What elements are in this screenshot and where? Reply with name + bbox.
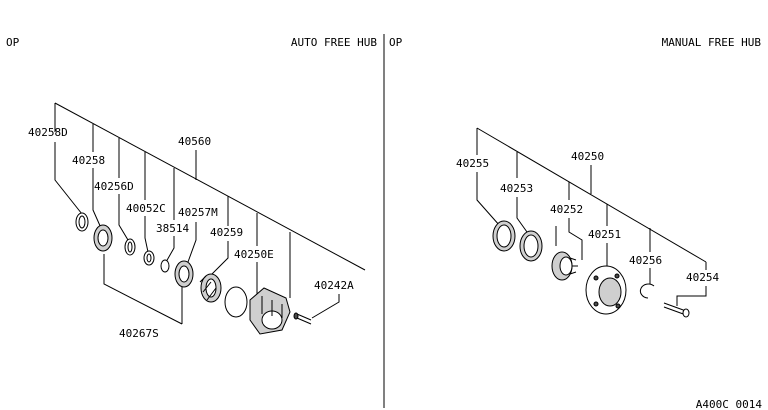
snap-ring-38514 [160, 259, 170, 273]
part-label-40250: 40250 [571, 150, 604, 163]
manual-free-hub-assembly: 40255 40253 40250 40252 40251 40256 4025… [456, 127, 719, 318]
seal-40255-inner [496, 224, 512, 248]
bolt-40242a [296, 313, 312, 325]
leader-line [187, 222, 197, 263]
hub-body-40251-bolt [615, 303, 621, 309]
part-label-40254: 40254 [686, 271, 719, 284]
clutch-40252-teeth [569, 257, 578, 275]
snap-ring-40256 [639, 283, 655, 299]
washer-40052c-inner [146, 253, 152, 263]
part-label-40259: 40259 [210, 226, 243, 239]
part-label-40256: 40256 [629, 254, 662, 267]
part-label-40252: 40252 [550, 203, 583, 216]
hub-body-40251-bolt [593, 275, 599, 281]
part-label-40242a: 40242A [314, 279, 354, 292]
left-panel-title: AUTO FREE HUB [291, 36, 377, 49]
leader-line [165, 236, 175, 263]
leader-line [516, 197, 528, 233]
leader-line [211, 241, 229, 275]
leader-line [568, 218, 583, 260]
leader-line [311, 294, 340, 319]
leader-line [476, 172, 501, 227]
assembly-frame-line [54, 102, 366, 271]
leader-line [103, 254, 183, 325]
part-label-40256d: 40256D [94, 180, 134, 193]
part-label-40250e: 40250E [234, 248, 274, 261]
bearing-40258-inner [97, 229, 109, 247]
ring-40253-inner [523, 234, 539, 258]
part-label-40267s: 40267S [119, 327, 159, 340]
part-label-40560: 40560 [178, 135, 211, 148]
leader-line [54, 142, 83, 215]
diagram-code: A400C 0014 [696, 398, 763, 410]
part-label-40253: 40253 [500, 182, 533, 195]
bolt-40242a-head [293, 312, 299, 320]
hub-body-40251-bolt [593, 301, 599, 307]
hub-body-40251-bolt [614, 273, 620, 279]
clutch-40252-inner [559, 256, 573, 276]
part-label-38514: 38514 [156, 222, 189, 235]
leader-line [118, 194, 129, 241]
leader-line [92, 168, 102, 229]
bolt-40254-head [682, 308, 690, 318]
ring-40256d-inner [127, 241, 133, 253]
assembly-frame-line [476, 127, 707, 263]
hub-body-40251-center [598, 277, 622, 307]
right-option-label: OP [389, 36, 403, 49]
part-label-40052c: 40052C [126, 202, 166, 215]
brake-assembly-40257m-inner [178, 265, 190, 283]
part-label-40258: 40258 [72, 154, 105, 167]
part-label-40251: 40251 [588, 228, 621, 241]
right-panel-title: MANUAL FREE HUB [662, 36, 762, 49]
auto-free-hub-assembly: 40258D 40258 40256D 40052C 38514 40560 4… [28, 102, 366, 340]
hub-cover-40242a-ribs [261, 296, 283, 318]
part-label-40258d: 40258D [28, 126, 68, 139]
left-option-label: OP [6, 36, 20, 49]
o-ring-40250e [224, 286, 248, 318]
leader-line [676, 286, 707, 306]
bolt-40254 [663, 302, 687, 316]
snap-ring-40258d-inner [78, 215, 86, 229]
spring-40259-coils [199, 275, 217, 301]
leader-line [144, 216, 149, 253]
part-label-40257m: 40257M [178, 206, 218, 219]
part-label-40255: 40255 [456, 157, 489, 170]
